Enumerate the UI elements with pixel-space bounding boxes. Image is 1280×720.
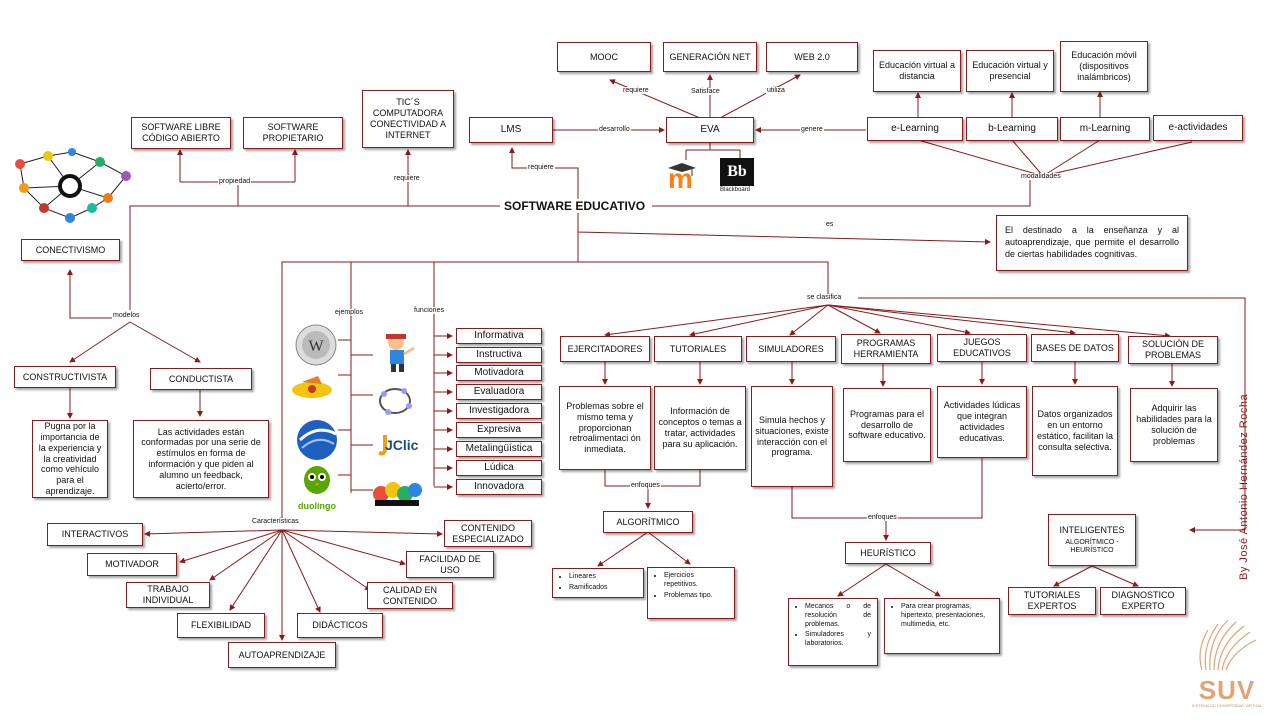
funcion-metalinguistica: Metalingüística: [456, 441, 542, 457]
eactividades-box: e-actividades: [1153, 115, 1243, 141]
modelos-label: modelos: [112, 312, 141, 319]
ejemplos-label: ejemplos: [334, 309, 365, 316]
bases-datos-box: BASES DE DATOS: [1031, 334, 1119, 362]
elearning-box: e-Learning: [867, 117, 963, 141]
funcion-investigadora: Investigadora: [456, 403, 542, 419]
mooc-box: MOOC: [557, 42, 651, 72]
lms-box: LMS: [469, 117, 553, 143]
programas-herramienta-box: PROGRAMAS HERRAMIENTA: [841, 334, 931, 364]
inteligentes-box: INTELIGENTES ALGORÍTMICO - HEURÍSTICO: [1048, 514, 1136, 566]
modalidades-label: modalidades: [1020, 173, 1062, 180]
heuristico-list-2: Para crear programas, hipertexto, presen…: [884, 598, 1000, 654]
diagnostico-experto-box: DIAGNOSTICO EXPERTO: [1100, 587, 1186, 615]
cartoon-group-icon: [373, 482, 422, 506]
trabajo-individual-box: TRABAJO INDIVIDUAL: [126, 582, 210, 608]
blackboard-logo: Bb Blackboard: [720, 158, 760, 198]
funcion-informativa: Informativa: [456, 328, 542, 344]
suv-logo: SUV SISTEMA DE UNIVERSIDAD VIRTUAL: [1180, 612, 1274, 716]
plane-game-icon: [292, 376, 332, 398]
calidad-contenido-box: CALIDAD EN CONTENIDO: [367, 582, 453, 609]
funcion-ludica: Lúdica: [456, 460, 542, 476]
juegos-educativos-box: JUEGOS EDUCATIVOS: [937, 334, 1027, 362]
mlearning-box: m-Learning: [1060, 117, 1150, 141]
google-earth-logo: [297, 420, 337, 460]
software-libre-box: SOFTWARE LIBRE CÓDIGO ABIERTO: [131, 117, 231, 149]
jclic-logo: JClic: [375, 433, 425, 457]
duolingo-logo: duolingo: [294, 464, 340, 511]
conectivismo-network-icon: [15, 148, 131, 223]
inteligentes-title: INTELIGENTES: [1059, 524, 1125, 535]
ejercitadores-desc-box: Problemas sobre el mismo tema y proporci…: [559, 386, 651, 470]
solucion-problemas-box: SOLUCIÓN DE PROBLEMAS: [1128, 336, 1218, 364]
funcion-evaluadora: Evaluadora: [456, 384, 542, 400]
ejercitadores-box: EJERCITADORES: [560, 336, 650, 362]
interactivos-box: INTERACTIVOS: [47, 523, 143, 546]
tutoriales-box: TUTORIALES: [654, 336, 742, 362]
bases-desc-box: Datos organizados en un entorno estático…: [1032, 386, 1118, 476]
software-propietario-box: SOFTWARE PROPIETARIO: [243, 117, 343, 149]
tics-box: TIC´S COMPUTADORA CONECTIVIDAD A INTERNE…: [362, 90, 454, 148]
eva-box: EVA: [666, 117, 754, 143]
contenido-especializado-box: CONTENIDO ESPECIALIZADO: [444, 520, 532, 547]
conductista-desc-box: Las actividades están conformadas por un…: [133, 420, 269, 498]
wikipedia-logo: W: [295, 324, 337, 366]
constructivista-desc-box: Pugna por la importancia de la experienc…: [32, 420, 108, 498]
svg-text:W: W: [308, 338, 324, 355]
moodle-logo: m: [662, 160, 704, 194]
tics-requiere-label: requiere: [393, 175, 421, 182]
simuladores-box: SIMULADORES: [746, 336, 836, 362]
funcion-motivadora: Motivadora: [456, 365, 542, 381]
algoritmico-box: ALGORÍTMICO: [603, 511, 693, 533]
autoaprendizaje-box: AUTOAPRENDIZAJE: [228, 642, 336, 668]
se-clasifica-label: se clasifica: [806, 294, 843, 301]
genere-label: genere: [800, 126, 824, 133]
author-credit: By José Antonio Hernández Rocha: [1238, 393, 1250, 580]
funcion-innovadora: Innovadora: [456, 479, 542, 495]
blearning-desc-box: Educación virtual y presencial: [966, 50, 1054, 92]
web20-box: WEB 2.0: [766, 42, 858, 72]
conectivismo-box: CONECTIVISMO: [21, 239, 120, 261]
facilidad-uso-box: FACILIDAD DE USO: [406, 551, 494, 578]
didacticos-box: DIDÁCTICOS: [297, 613, 383, 638]
motivador-box: MOTIVADOR: [87, 553, 177, 576]
center-topic: SOFTWARE EDUCATIVO: [500, 199, 650, 213]
caracteristicas-label: Características: [251, 518, 300, 525]
elearning-desc-box: Educación virtual a distancia: [873, 50, 961, 92]
satisface-label: Satisface: [690, 88, 721, 95]
algoritmico-list-2: Ejercicios repetitivos.Problemas tipo.: [647, 567, 735, 619]
tutoriales-desc-box: Información de conceptos o temas a trata…: [654, 386, 746, 470]
definicion-box: El destinado a la enseñanza y al autoapr…: [996, 215, 1188, 271]
funcion-expresiva: Expresiva: [456, 422, 542, 438]
utiliza-label: utiliza: [766, 87, 786, 94]
programas-desc-box: Programas para el desarrollo de software…: [843, 388, 931, 462]
flexibilidad-box: FLEXIBILIDAD: [177, 613, 265, 638]
generacion-net-box: GENERACIÓN NET: [663, 42, 757, 72]
heuristico-box: HEURÍSTICO: [845, 542, 931, 564]
constructivista-box: CONSTRUCTIVISTA: [14, 366, 116, 388]
mlearning-desc-box: Educación móvil (dispositivos inalámbric…: [1060, 41, 1148, 92]
tutoriales-expertos-box: TUTORIALES EXPERTOS: [1008, 587, 1096, 615]
algoritmico-list-1: LinearesRamificados: [552, 568, 644, 598]
heuristico-list-1: Mecanos o de resolución de problemas.Sim…: [788, 598, 878, 666]
geogebra-logo: [379, 388, 412, 415]
enfoques-label-2: enfoques: [867, 514, 898, 521]
juegos-desc-box: Actividades lúdicas que integran activid…: [937, 386, 1027, 458]
enfoques-label-1: enfoques: [630, 482, 661, 489]
desarrollo-label: desarrollo: [598, 126, 631, 133]
propiedad-label: propiedad: [218, 178, 252, 185]
funcion-instructiva: Instructiva: [456, 347, 542, 363]
mooc-requiere-label: requiere: [622, 87, 650, 94]
simuladores-desc-box: Simula hechos y situaciones, existe inte…: [751, 386, 833, 487]
cartoon-character-icon: [386, 334, 415, 372]
funciones-label: funciones: [413, 307, 445, 314]
es-label: es: [825, 221, 835, 228]
inteligentes-subtitle: ALGORÍTMICO - HEURÍSTICO: [1065, 538, 1119, 554]
blearning-box: b-Learning: [966, 117, 1058, 141]
lms-requiere-label: requiere: [527, 164, 555, 171]
solucion-desc-box: Adquirir las habilidades para la solució…: [1130, 388, 1218, 462]
conductista-box: CONDUCTISTA: [150, 368, 252, 390]
